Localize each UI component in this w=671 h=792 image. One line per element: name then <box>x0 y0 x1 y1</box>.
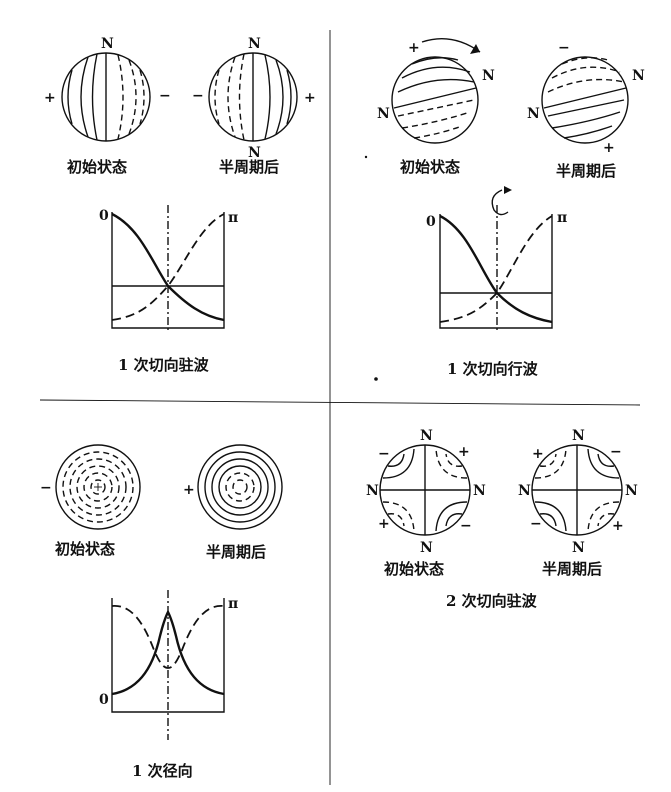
pi-mark: π <box>228 210 238 226</box>
pi-mark: π <box>557 210 567 226</box>
half-period-label: 半周期后 <box>542 560 602 578</box>
n-mark: N <box>527 106 540 122</box>
plus-mark: + <box>532 446 544 462</box>
n-mark: N <box>248 145 261 161</box>
zero-mark: 0 <box>426 214 436 230</box>
n-mark: N <box>572 428 585 444</box>
panel-tangential-standing-1: N + − N N − + 初始状态 半周期后 0 π 1 次切 <box>44 36 316 374</box>
scan-speck <box>374 377 378 381</box>
minus-mark: − <box>530 516 542 532</box>
n-mark: N <box>572 540 585 556</box>
initial-label: 初始状态 <box>67 158 127 176</box>
initial-label: 初始状态 <box>384 560 444 578</box>
plus-mark: + <box>183 482 195 498</box>
n-mark: N <box>473 483 486 499</box>
initial-label: 初始状态 <box>55 540 115 558</box>
plus-mark: + <box>378 516 390 532</box>
minus-mark: − <box>192 88 204 104</box>
panel-tangential-standing-2: N N N N − + + − N N N N + − <box>366 428 638 610</box>
n-mark: N <box>625 483 638 499</box>
circle-initial-p3 <box>55 444 141 530</box>
scan-speck <box>364 155 368 159</box>
plus-mark: + <box>612 518 624 534</box>
minus-mark: − <box>460 518 472 534</box>
circle-half-period-p2 <box>541 56 629 144</box>
minus-mark: − <box>159 88 171 104</box>
half-period-label: 半周期后 <box>556 162 616 180</box>
half-period-label: 半周期后 <box>206 543 266 561</box>
minus-mark: − <box>40 480 52 496</box>
n-mark: N <box>632 68 645 84</box>
half-period-label: 半周期后 <box>219 158 279 176</box>
minus-mark: − <box>558 40 570 56</box>
plus-mark: + <box>44 90 56 106</box>
zero-mark: 0 <box>99 692 109 708</box>
phase-graph-p3 <box>111 590 225 740</box>
n-mark: N <box>248 36 261 52</box>
panel-radial-1: − + 初始状态 半周期后 0 π 1 次径向 <box>40 444 283 780</box>
circle-initial-p2 <box>391 56 479 144</box>
phase-graph-p1 <box>111 205 225 332</box>
caption-p4: 2 次切向驻波 <box>446 592 538 610</box>
rotation-arrow <box>421 38 481 53</box>
minus-mark: − <box>610 444 622 460</box>
circle-half-period-p4 <box>531 444 623 536</box>
plus-mark: + <box>458 444 470 460</box>
pi-mark: π <box>228 596 238 612</box>
caption-p3: 1 次径向 <box>132 762 193 780</box>
circle-initial-p1 <box>61 52 151 142</box>
panel-tangential-travelling-1: + N N − N N + 初始状态 半周期后 <box>377 38 645 378</box>
initial-label: 初始状态 <box>400 158 460 176</box>
caption-p2: 1 次切向行波 <box>447 360 539 378</box>
caption-p1: 1 次切向驻波 <box>118 356 210 374</box>
plus-mark: + <box>408 40 420 56</box>
rotation-symbol-icon <box>491 189 509 216</box>
n-mark: N <box>366 483 379 499</box>
n-mark: N <box>420 540 433 556</box>
zero-mark: 0 <box>99 208 109 224</box>
n-mark: N <box>420 428 433 444</box>
n-mark: N <box>482 68 495 84</box>
plus-mark: + <box>304 90 316 106</box>
circle-half-period-p1 <box>208 52 298 142</box>
plus-mark: + <box>603 140 615 156</box>
minus-mark: − <box>378 446 390 462</box>
rotation-symbol-head <box>504 186 512 194</box>
circle-initial-p4 <box>379 444 471 536</box>
circle-half-period-p3 <box>197 444 283 530</box>
n-mark: N <box>377 106 390 122</box>
rotation-arrow-head <box>470 44 480 54</box>
horizontal-divider <box>39 399 641 406</box>
phase-graph-p2 <box>439 205 553 332</box>
n-mark: N <box>101 36 114 52</box>
n-mark: N <box>518 483 531 499</box>
